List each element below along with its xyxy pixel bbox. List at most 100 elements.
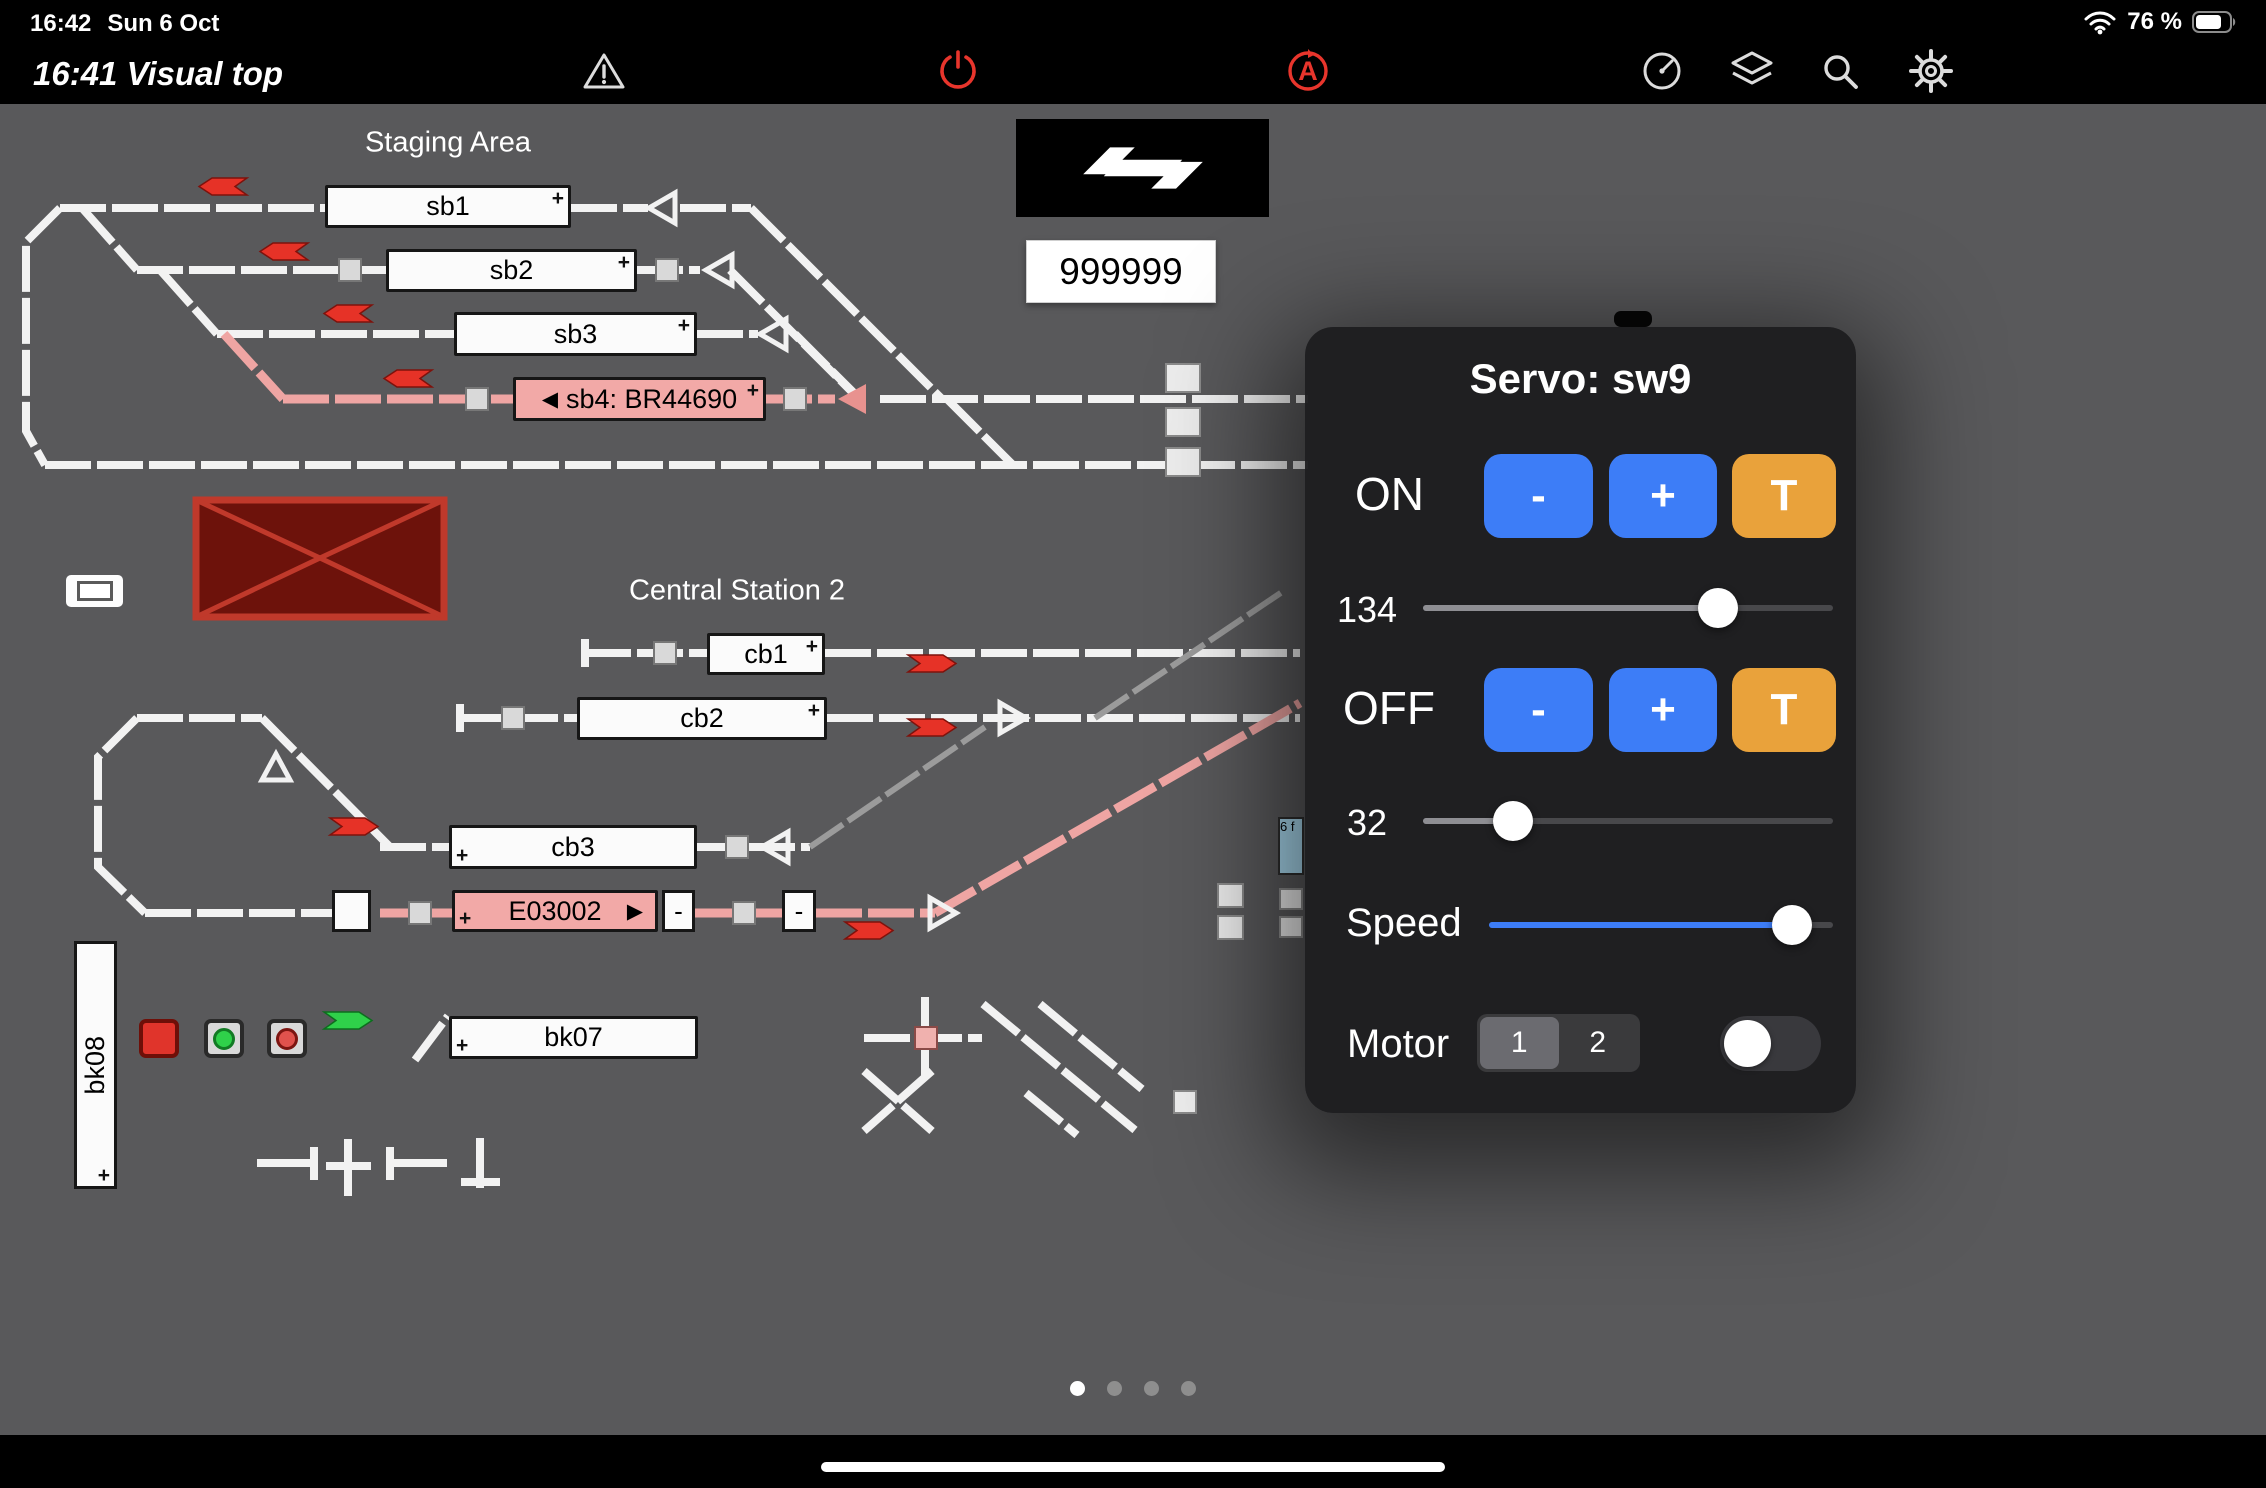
off-label: OFF (1343, 682, 1435, 734)
block-plus-mark: + (456, 844, 469, 867)
on-decrease-button[interactable]: - (1484, 454, 1593, 538)
servo-popup: Servo: sw9 ON - + T 134 OFF - + T 32 Spe… (1305, 311, 1856, 1113)
block-e03002-occupied[interactable]: E03002 ▶ + (452, 890, 658, 932)
block-label: bk08 (80, 1035, 110, 1095)
block-label: bk07 (544, 1022, 603, 1052)
sensor-inner (76, 581, 113, 601)
crossing-sensor[interactable] (914, 1026, 938, 1050)
status-time: 16:42 (30, 10, 92, 37)
block-cb2[interactable]: cb2 + (577, 697, 827, 740)
route-flag-green[interactable] (321, 1011, 374, 1030)
search-icon[interactable] (1813, 44, 1867, 98)
slider-thumb[interactable] (1771, 905, 1812, 945)
block-cb1[interactable]: cb1 + (707, 633, 825, 675)
on-slider[interactable] (1423, 588, 1833, 628)
power-icon[interactable] (931, 44, 985, 98)
on-increase-button[interactable]: + (1609, 454, 1717, 538)
block-fragments (1165, 363, 1303, 1114)
slider-thumb[interactable] (1493, 801, 1534, 841)
signal-green[interactable] (204, 1019, 244, 1058)
block-bk08[interactable]: bk08 + (74, 941, 117, 1189)
block-bk07[interactable]: bk07 + (449, 1016, 698, 1059)
settings-gear-icon[interactable] (1904, 44, 1958, 98)
motor-option-2[interactable]: 2 (1589, 1026, 1607, 1059)
throttle-gauge-icon[interactable] (1635, 44, 1689, 98)
minus-mark: - (674, 895, 683, 926)
off-test-button[interactable]: T (1732, 668, 1836, 752)
feedback-sensor[interactable] (66, 575, 123, 607)
popup-title: Servo: sw9 (1469, 355, 1692, 402)
off-value: 32 (1347, 802, 1388, 843)
auto-letter: A (1298, 55, 1318, 86)
block-label: cb2 (680, 703, 724, 733)
central-station-label: Central Station 2 (628, 574, 846, 607)
status-date: Sun 6 Oct (107, 10, 220, 37)
ns-logo-icon (1016, 119, 1269, 217)
turnout-indicators[interactable] (338, 258, 807, 925)
speed-label: Speed (1346, 901, 1462, 945)
block-plus-mark: + (97, 1164, 110, 1187)
auto-mode-icon[interactable]: A (1281, 44, 1335, 98)
popup-handle (1614, 311, 1652, 327)
block-plus-mark: + (746, 379, 759, 402)
block-label: cb3 (551, 831, 595, 862)
block-sb3[interactable]: sb3 + (454, 312, 697, 356)
motor-option-1[interactable]: 1 (1480, 1017, 1559, 1069)
uncoupler-box[interactable] (332, 890, 371, 932)
inactive-routes (808, 587, 1287, 850)
signal-red[interactable] (267, 1019, 307, 1058)
block-fragment-blue[interactable]: 6 f (1278, 817, 1304, 875)
home-indicator[interactable] (821, 1462, 1445, 1472)
block-sb2[interactable]: sb2 + (386, 249, 637, 292)
motor-segmented-control: 1 2 (1477, 1014, 1640, 1072)
red-lamp (276, 1027, 298, 1050)
block-sb4-occupied[interactable]: ◀ sb4: BR44690 + (513, 377, 766, 421)
staging-area-label: Staging Area (364, 126, 532, 159)
slider-fill (1489, 922, 1792, 928)
block-plus-mark: + (807, 699, 820, 722)
bottom-bar (0, 1435, 2266, 1488)
wifi-icon (2084, 11, 2116, 35)
route-arrow-pink (838, 384, 866, 414)
signal-red-square[interactable] (139, 1019, 179, 1058)
page-dot-2[interactable] (1107, 1381, 1122, 1396)
page-dot-1[interactable] (1070, 1381, 1085, 1396)
track-lines (22, 204, 1308, 1139)
speed-slider[interactable] (1489, 905, 1833, 945)
block-label: E03002 (508, 895, 602, 926)
page-indicator[interactable] (1070, 1381, 1196, 1396)
slider-fill (1423, 605, 1719, 611)
slider-track (1423, 818, 1833, 824)
block-plus-mark: + (805, 635, 818, 658)
block-sb1[interactable]: sb1 + (325, 185, 571, 228)
block-cb3[interactable]: cb3 + (449, 825, 697, 869)
slider-thumb[interactable] (1698, 588, 1739, 628)
status-left: 16:42 Sun 6 Oct (30, 10, 219, 38)
motor-toggle[interactable] (1720, 1016, 1821, 1071)
block-label: sb3 (553, 318, 598, 349)
buffer-stops (257, 639, 589, 1196)
slider-fill (1423, 818, 1514, 824)
minus-box-1[interactable]: - (662, 890, 695, 932)
toggle-knob (1724, 1020, 1771, 1067)
page-dot-4[interactable] (1181, 1381, 1196, 1396)
warning-icon[interactable] (577, 44, 631, 98)
direction-icon: ◀ (541, 387, 559, 411)
on-test-button[interactable]: T (1732, 454, 1836, 538)
layers-icon[interactable] (1725, 44, 1779, 98)
depot-building (192, 496, 448, 626)
minus-box-2[interactable]: - (782, 890, 816, 932)
green-lamp (213, 1027, 235, 1050)
page-dot-3[interactable] (1144, 1381, 1159, 1396)
block-label: cb1 (744, 638, 788, 669)
off-slider[interactable] (1423, 801, 1833, 841)
top-bar: 16:42 Sun 6 Oct 76 % 16:41 Visual top (0, 0, 2266, 104)
layout-counter: 999999 (1026, 240, 1216, 303)
off-increase-button[interactable]: + (1609, 668, 1717, 752)
route-flags-red[interactable] (197, 177, 958, 940)
motor-label: Motor (1347, 1022, 1450, 1066)
off-decrease-button[interactable]: - (1484, 668, 1593, 752)
